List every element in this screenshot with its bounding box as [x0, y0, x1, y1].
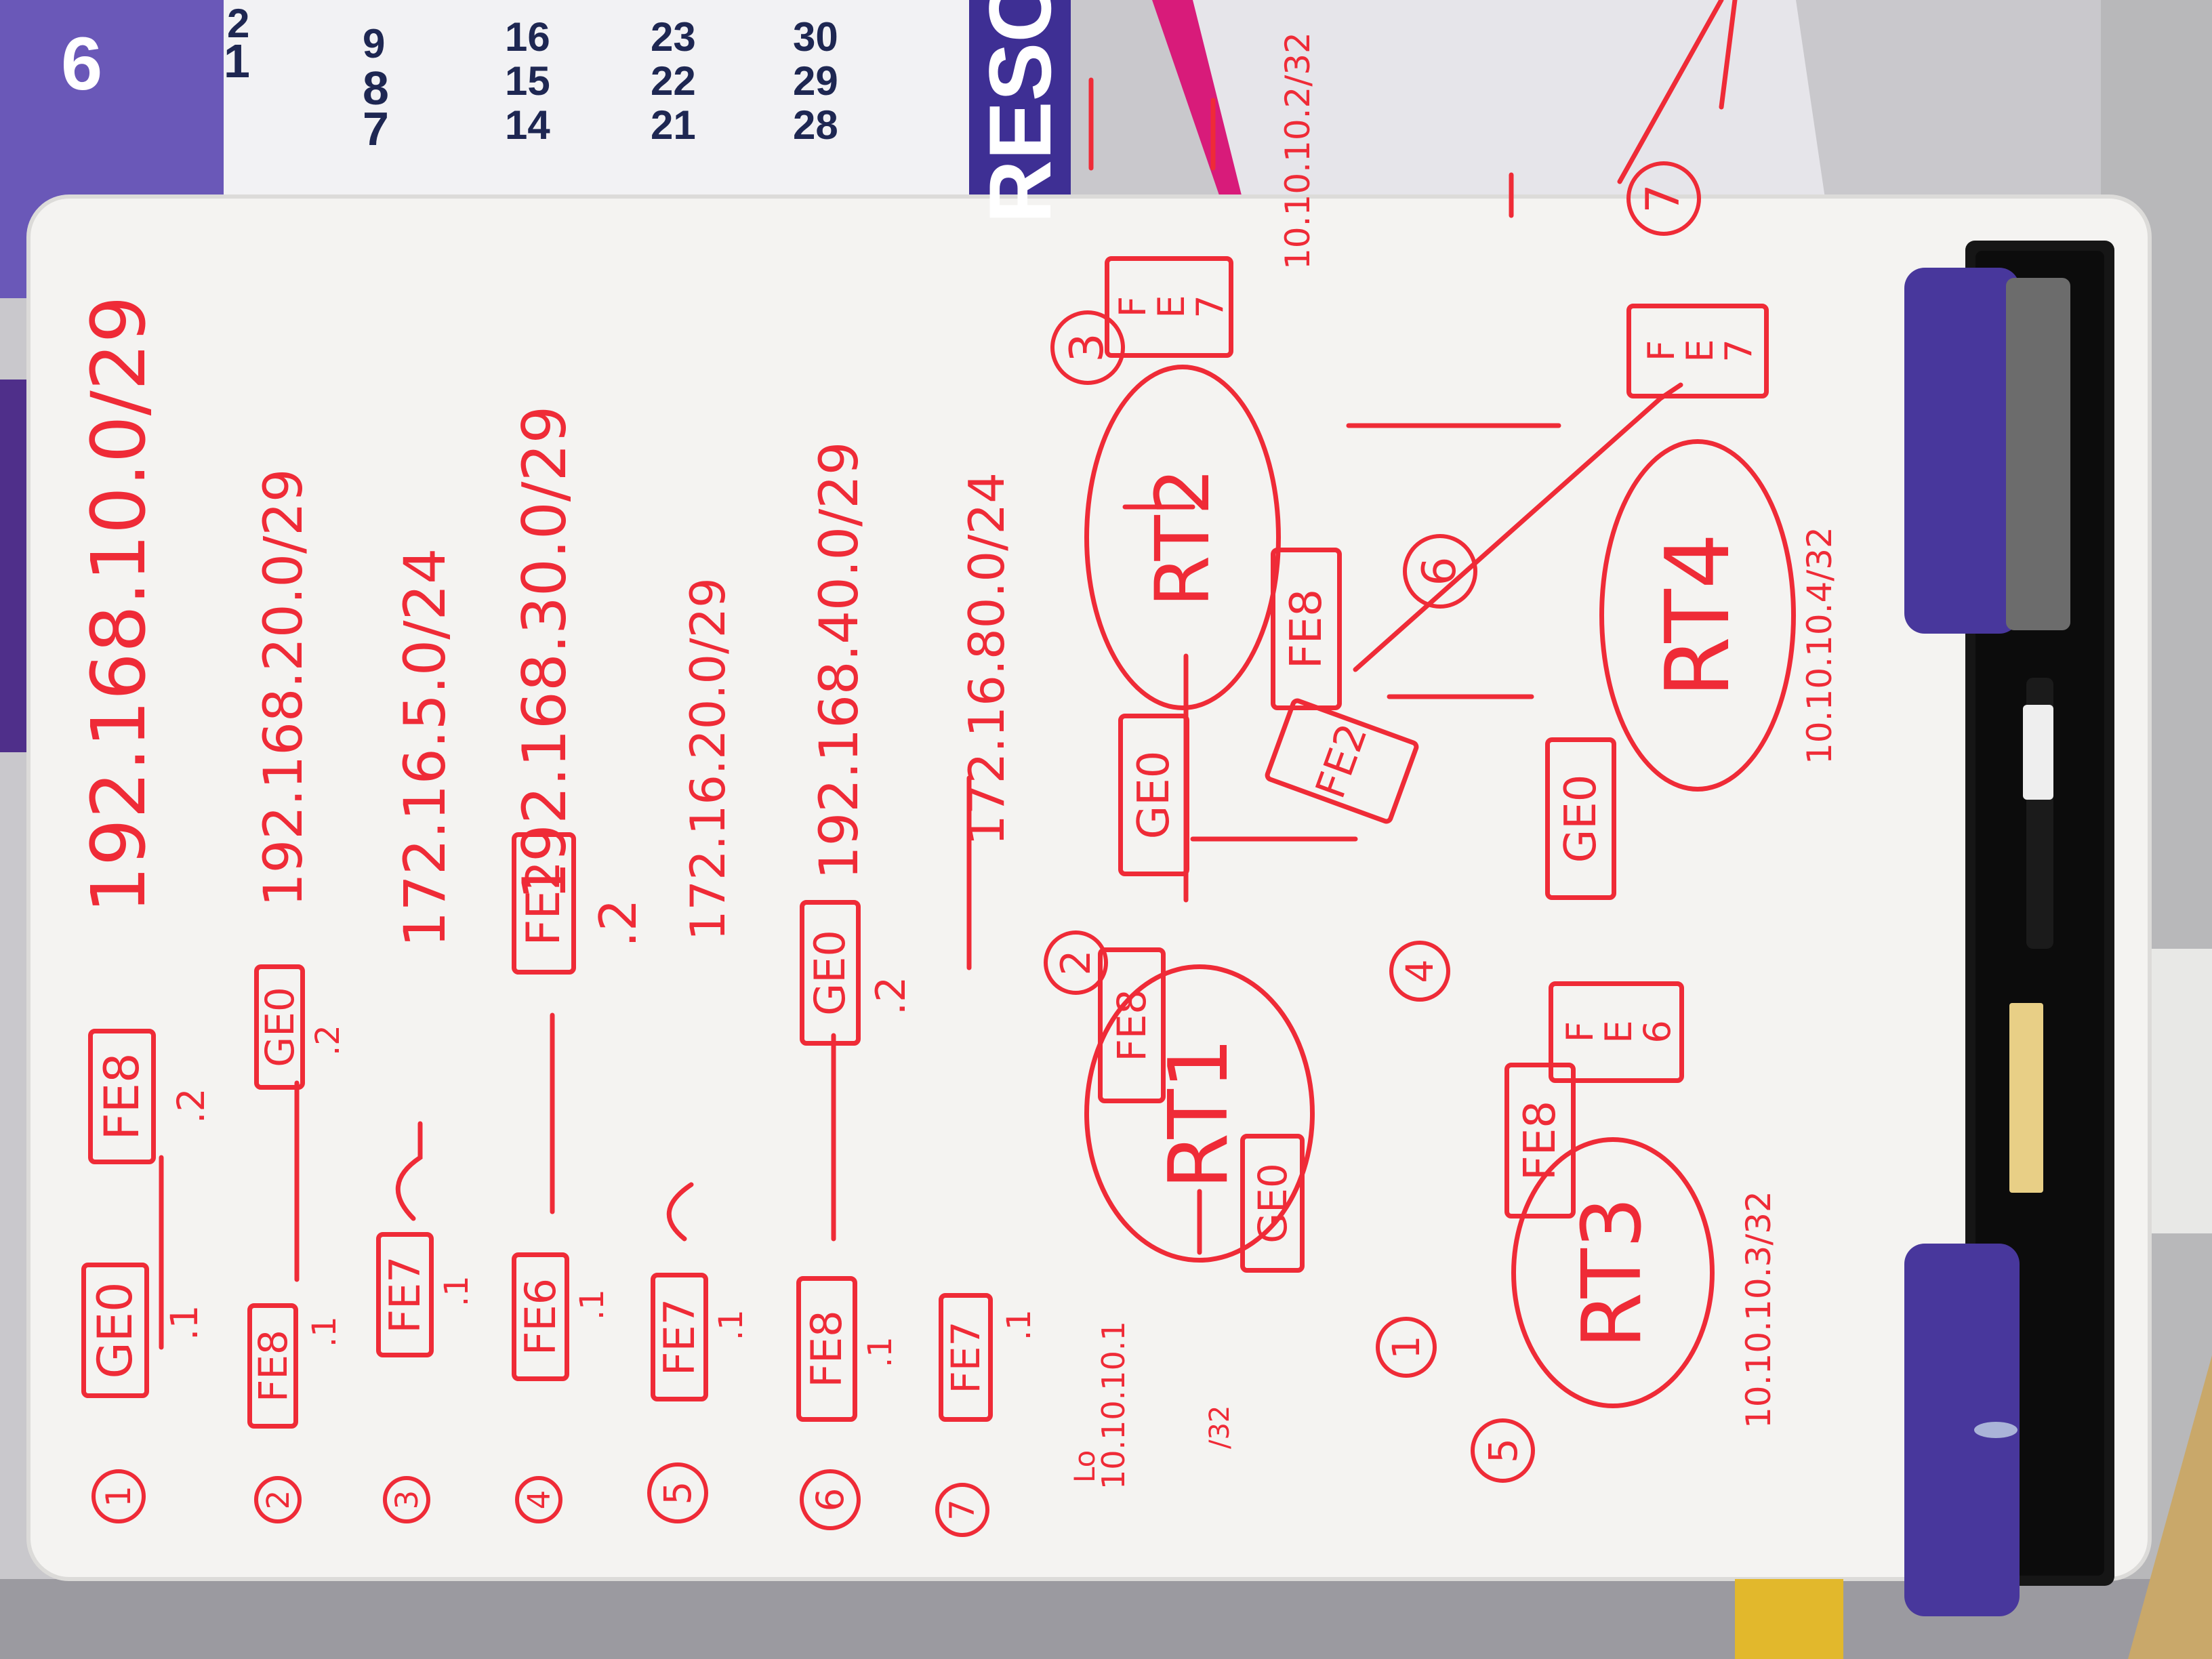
link-number-2: 2	[1044, 930, 1108, 995]
link-number-7: 7	[1626, 161, 1701, 236]
calendar-day: 21	[651, 102, 696, 148]
link-number-3: 3	[1050, 310, 1125, 385]
router-label: RT1	[1152, 1037, 1246, 1190]
calendar-day: 1	[224, 35, 250, 87]
calendar-day: 23	[651, 14, 696, 60]
host-id: .2	[309, 1025, 347, 1056]
link-number-1: 1	[1376, 1317, 1437, 1378]
calendar-day: 28	[793, 102, 838, 148]
loopback-ip: 10.10.10.4/32	[1800, 527, 1839, 764]
loopback-ip: 10.10.10.3/32	[1739, 1191, 1778, 1429]
host-id: .2	[169, 1088, 213, 1124]
network-address: 192.168.40.0/29	[809, 441, 870, 880]
network-address: 192.168.30.0/29	[510, 405, 579, 900]
calendar-day: 8	[363, 62, 389, 115]
port-label-ge0: GE0	[1545, 737, 1616, 900]
calendar-day: 22	[651, 58, 696, 104]
subnet-number-5: 5	[647, 1462, 708, 1523]
loopback-mask: /32	[1204, 1405, 1235, 1449]
network-address: 172.16.20.0/29	[680, 577, 736, 941]
port-label-fe8: FE8	[1271, 548, 1342, 710]
port-label-fe8: FE8	[247, 1303, 298, 1429]
loopback-ip: 10.10.10.2/32	[1278, 32, 1317, 270]
calendar-day: 7	[363, 102, 389, 155]
network-address: 192.168.10.0/29	[75, 295, 162, 914]
port-label-fe7: FE7	[1626, 304, 1769, 398]
port-label-ge0: GE0	[1118, 714, 1189, 876]
port-label-ge0: GE0	[800, 900, 861, 1046]
link-number-4: 4	[1389, 941, 1450, 1002]
port-label-fe8: FE8	[796, 1276, 857, 1422]
subnet-number-3: 3	[383, 1476, 430, 1523]
port-label-fe8: FE8	[1098, 947, 1166, 1103]
host-id: .2	[867, 976, 915, 1015]
router-label: RT2	[1139, 468, 1226, 607]
port-label-ge0: GE0	[1240, 1134, 1305, 1273]
calendar-day: 29	[793, 58, 838, 104]
host-id: .1	[163, 1305, 206, 1340]
network-address: 192.168.20.0/29	[253, 468, 314, 907]
router-label: RT4	[1646, 533, 1749, 698]
subnet-number-2: 2	[254, 1476, 302, 1523]
network-address: 172.16.5.0/24	[392, 548, 458, 947]
subnet-number-1: 1	[91, 1469, 146, 1523]
port-label-ge0: GE0	[254, 964, 305, 1090]
subnet-number-7: 7	[935, 1483, 989, 1537]
calendar-day: 16	[505, 14, 550, 60]
calendar-day: 9	[363, 21, 386, 66]
link-number-5: 5	[1471, 1418, 1535, 1483]
router-rt2: RT2	[1084, 365, 1281, 710]
subnet-number-6: 6	[800, 1469, 861, 1530]
port-label-fe8: FE8	[1504, 1063, 1576, 1218]
network-address: 172.16.80.0/24	[958, 472, 1015, 846]
host-id: .2	[588, 899, 648, 947]
port-label-fe7: FE7	[651, 1273, 708, 1401]
router-rt4: RT4	[1599, 439, 1796, 792]
calendar-month: 6	[61, 22, 103, 106]
host-id: .1	[1000, 1309, 1038, 1340]
port-label-ge0: GE0	[81, 1263, 149, 1398]
calendar-day: 14	[505, 102, 550, 148]
port-label-fe6: FE6	[512, 1252, 569, 1381]
calendar-day: 15	[505, 58, 550, 104]
port-label-fe8: FE8	[88, 1029, 156, 1164]
port-label-fe7: FE7	[376, 1232, 434, 1357]
host-id: .1	[861, 1336, 899, 1368]
calendar-day: 2	[227, 1, 250, 46]
host-id: .1	[306, 1316, 344, 1347]
host-id: .1	[438, 1275, 476, 1307]
loopback-ip: 10.10.10.1	[1095, 1321, 1132, 1490]
host-id: .1	[712, 1309, 750, 1340]
calendar-day: 30	[793, 14, 838, 60]
router-label: RT3	[1565, 1196, 1660, 1349]
host-id: .1	[573, 1289, 611, 1320]
subnet-number-4: 4	[515, 1476, 562, 1523]
port-label-fe6: FE6	[1549, 981, 1684, 1083]
port-label-fe7: FE7	[939, 1293, 993, 1422]
link-number-6: 6	[1403, 534, 1477, 609]
